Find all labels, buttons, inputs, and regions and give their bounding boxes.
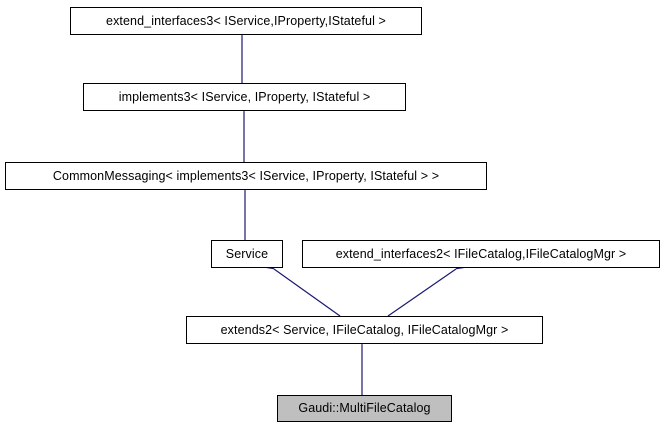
class-node-label: CommonMessaging< implements3< IService, … [52,168,440,183]
class-node-label: Gaudi::MultiFileCatalog [298,401,431,416]
class-node-service[interactable]: Service [211,240,283,268]
class-node-extend_interfaces2[interactable]: extend_interfaces2< IFileCatalog,IFileCa… [302,240,660,268]
class-node-label: extends2< Service, IFileCatalog, IFileCa… [220,322,509,337]
class-node-label: extend_interfaces2< IFileCatalog,IFileCa… [335,246,627,261]
class-node-implements3[interactable]: implements3< IService, IProperty, IState… [83,83,406,111]
class-node-label: implements3< IService, IProperty, IState… [118,89,371,104]
class-node-extend_interfaces3[interactable]: extend_interfaces3< IService,IProperty,I… [70,7,422,35]
inheritance-arrow-extends2-to-extend_interfaces2 [387,260,466,317]
class-node-extends2[interactable]: extends2< Service, IFileCatalog, IFileCa… [186,316,543,344]
class-node-commonmessaging[interactable]: CommonMessaging< implements3< IService, … [5,162,487,190]
inheritance-arrow-extends2-to-service [264,260,341,317]
class-node-label: extend_interfaces3< IService,IProperty,I… [106,13,386,28]
class-node-label: Service [225,246,269,261]
class-node-gaudi_multifilecatalog[interactable]: Gaudi::MultiFileCatalog [277,395,452,422]
